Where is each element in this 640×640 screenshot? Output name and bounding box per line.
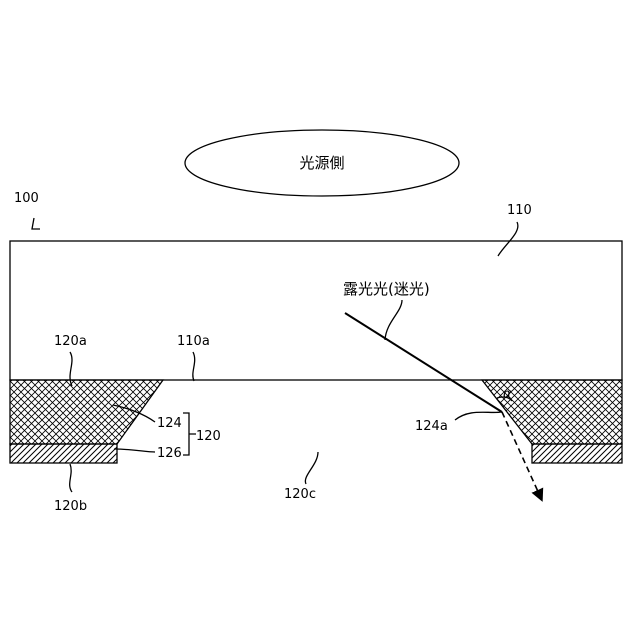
mask-brace bbox=[183, 413, 196, 455]
device-ref-leader bbox=[32, 218, 40, 229]
mask-ref-label: 120 bbox=[196, 429, 221, 444]
light-block-ref-label: 126 bbox=[157, 446, 182, 461]
opening-ref-leader bbox=[305, 452, 318, 484]
surface-ref-label: 110a bbox=[177, 334, 210, 349]
surface-ref-leader bbox=[193, 352, 195, 381]
mask-layer-ref-label: 120a bbox=[54, 334, 87, 349]
substrate-ref-leader bbox=[498, 222, 518, 256]
light-source-label: 光源側 bbox=[299, 154, 344, 172]
substrate bbox=[10, 241, 622, 380]
inclined-face-ref-label: 124 bbox=[157, 416, 182, 431]
incidence-point-ref-leader bbox=[455, 412, 502, 420]
substrate-ref-label: 110 bbox=[507, 203, 532, 218]
bottom-ref-label: 120b bbox=[54, 499, 87, 514]
incident-ray bbox=[345, 313, 502, 412]
incidence-point-ref-label: 124a bbox=[415, 419, 448, 434]
bottom-ref-leader bbox=[70, 464, 72, 492]
mask-left-crosshatch bbox=[10, 380, 163, 444]
opening-ref-label: 120c bbox=[284, 487, 316, 502]
light-block-layer-right bbox=[532, 444, 622, 463]
light-block-layer-left bbox=[10, 444, 117, 463]
angle-alpha-label: α bbox=[503, 387, 512, 402]
exposure-light-label: 露光光(迷光) bbox=[343, 280, 430, 298]
light-block-ref-leader bbox=[114, 449, 155, 452]
device-ref-label: 100 bbox=[14, 191, 39, 206]
exposure-light-leader bbox=[385, 300, 402, 340]
